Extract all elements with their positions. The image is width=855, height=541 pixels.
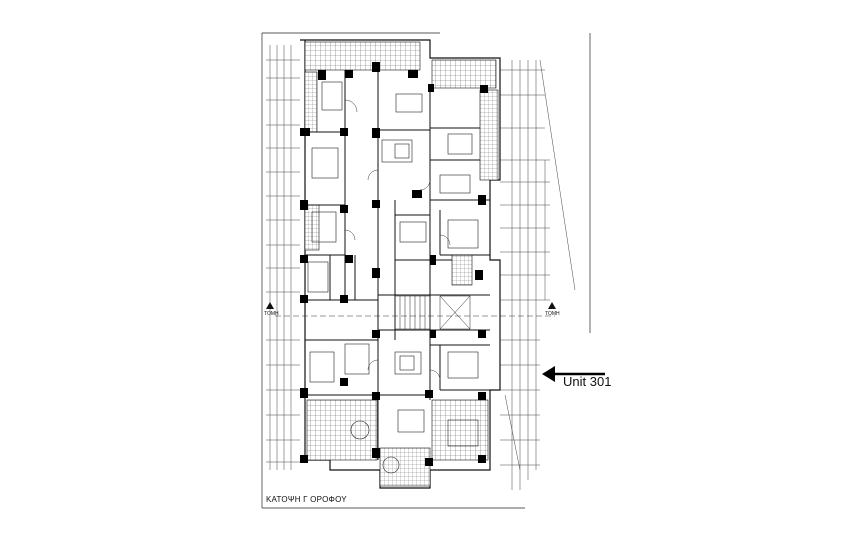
sheet-frame — [261, 32, 591, 509]
balcony-top-left — [304, 41, 421, 71]
balcony-bottom-left — [306, 399, 378, 461]
section-label-left: TOMH — [264, 311, 279, 317]
dimension-ticks-right — [500, 69, 550, 466]
door-swings — [344, 99, 451, 381]
terrace-right-mid — [479, 89, 499, 181]
unit-label: Unit 301 — [563, 374, 612, 389]
structural-columns — [300, 62, 488, 466]
balcony-top-right — [431, 59, 497, 89]
site-boundary-line-2 — [504, 394, 521, 471]
furniture — [307, 81, 479, 474]
terrace-left-upper — [304, 71, 318, 133]
dimension-lines-left — [269, 45, 292, 470]
section-marker-left — [266, 302, 274, 309]
section-marker-right — [548, 302, 556, 309]
balcony-bottom-right — [431, 399, 489, 461]
terrace-right-lower — [451, 254, 473, 286]
stair-core — [394, 295, 471, 330]
drawing-title: ΚΑΤΟΨΗ Γ ΟΡΟΦΟΥ — [266, 495, 347, 504]
site-boundary-line — [539, 59, 576, 291]
left-arrow-icon — [542, 366, 605, 382]
balcony-bottom-center — [379, 447, 431, 487]
section-label-right: TOMH — [545, 311, 560, 317]
dimension-ticks-left — [266, 59, 300, 463]
